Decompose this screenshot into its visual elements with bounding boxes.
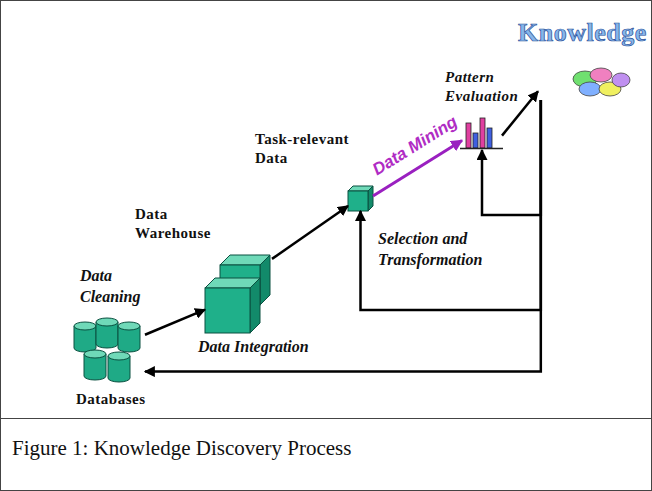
task-data-store: Task-relevant Data (348, 186, 373, 211)
task-cube (348, 186, 373, 211)
flow-arrow (272, 206, 348, 259)
node-heading: Knowledge (518, 17, 647, 50)
data-warehouse: Data Warehouse (205, 255, 272, 333)
feedback-arrow (482, 100, 541, 215)
figure-caption: Figure 1: Knowledge Discovery Process (12, 436, 351, 461)
flow-arrow (145, 310, 205, 335)
knowledge-gems (573, 68, 630, 96)
caption-divider (0, 418, 652, 419)
process-step-label: Data Cleaning (80, 266, 170, 308)
node-heading: Data Warehouse (135, 205, 235, 243)
node-heading: Task-relevant Data (255, 130, 365, 168)
database-store: Databases (72, 318, 145, 385)
process-step-label: Data Integration (198, 337, 309, 358)
pattern-evaluation: Pattern Evaluation (462, 118, 502, 150)
node-heading: Pattern Evaluation (445, 68, 535, 106)
node-heading: Databases (76, 390, 146, 409)
knowledge-result: Knowledge (538, 65, 632, 100)
process-step-label: Selection and Transformation (378, 229, 513, 271)
database-icons (74, 318, 140, 382)
feedback-arrow (361, 100, 541, 310)
warehouse-cubes (205, 255, 270, 333)
bar-chart-icon (460, 118, 503, 149)
